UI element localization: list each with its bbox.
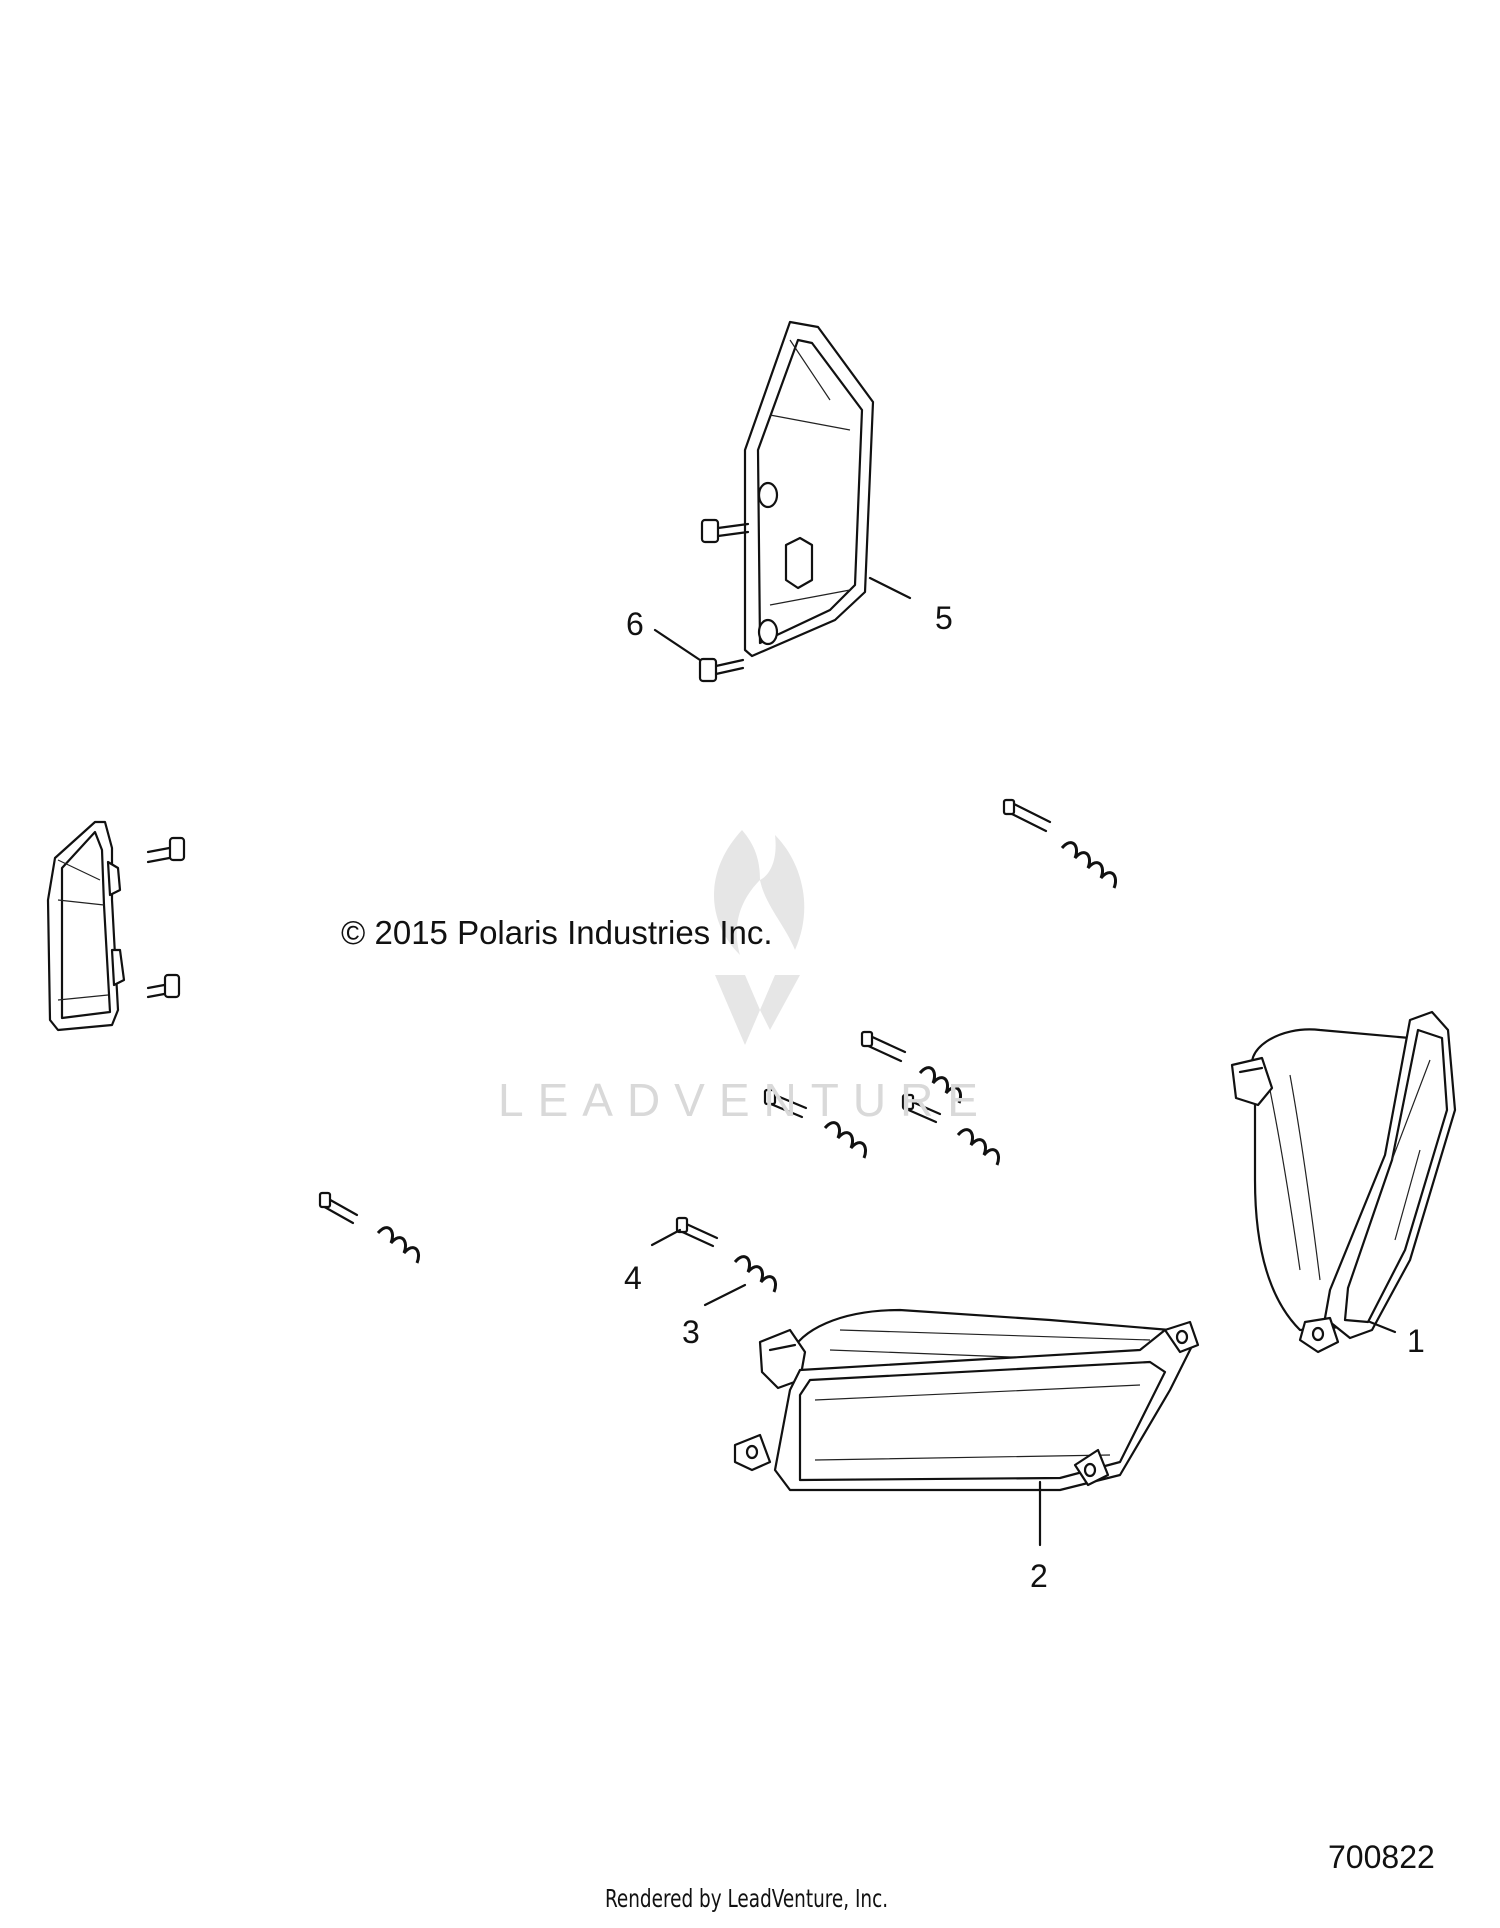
mount-bracket [46,820,126,1032]
render-credit: Rendered by LeadVenture, Inc. [605,1884,889,1913]
headlight-lens [733,1320,1200,1492]
callout-3: 3 [682,1314,700,1350]
headlight-lens [1298,1010,1457,1354]
leader-4 [650,1228,682,1247]
leader-1 [1368,1320,1397,1334]
leadventure-logo-icon [713,830,805,1045]
spring [376,841,1117,1293]
leader-3 [703,1283,747,1307]
diagram-id: 700822 [1328,1839,1435,1875]
screw [318,798,1052,1248]
copyright-notice: © 2015 Polaris Industries Inc. [341,914,773,951]
screw [698,518,750,683]
callout-2: 2 [1030,1558,1048,1594]
watermark: LEADVENTURE [498,1074,992,1126]
screw [146,836,186,999]
callout-6: 6 [626,606,644,642]
mount-bracket [743,320,875,658]
callout-5: 5 [935,600,953,636]
callout-1: 1 [1407,1323,1425,1359]
leader-5 [868,576,912,600]
leader-6 [653,628,702,662]
callout-4: 4 [624,1260,642,1296]
